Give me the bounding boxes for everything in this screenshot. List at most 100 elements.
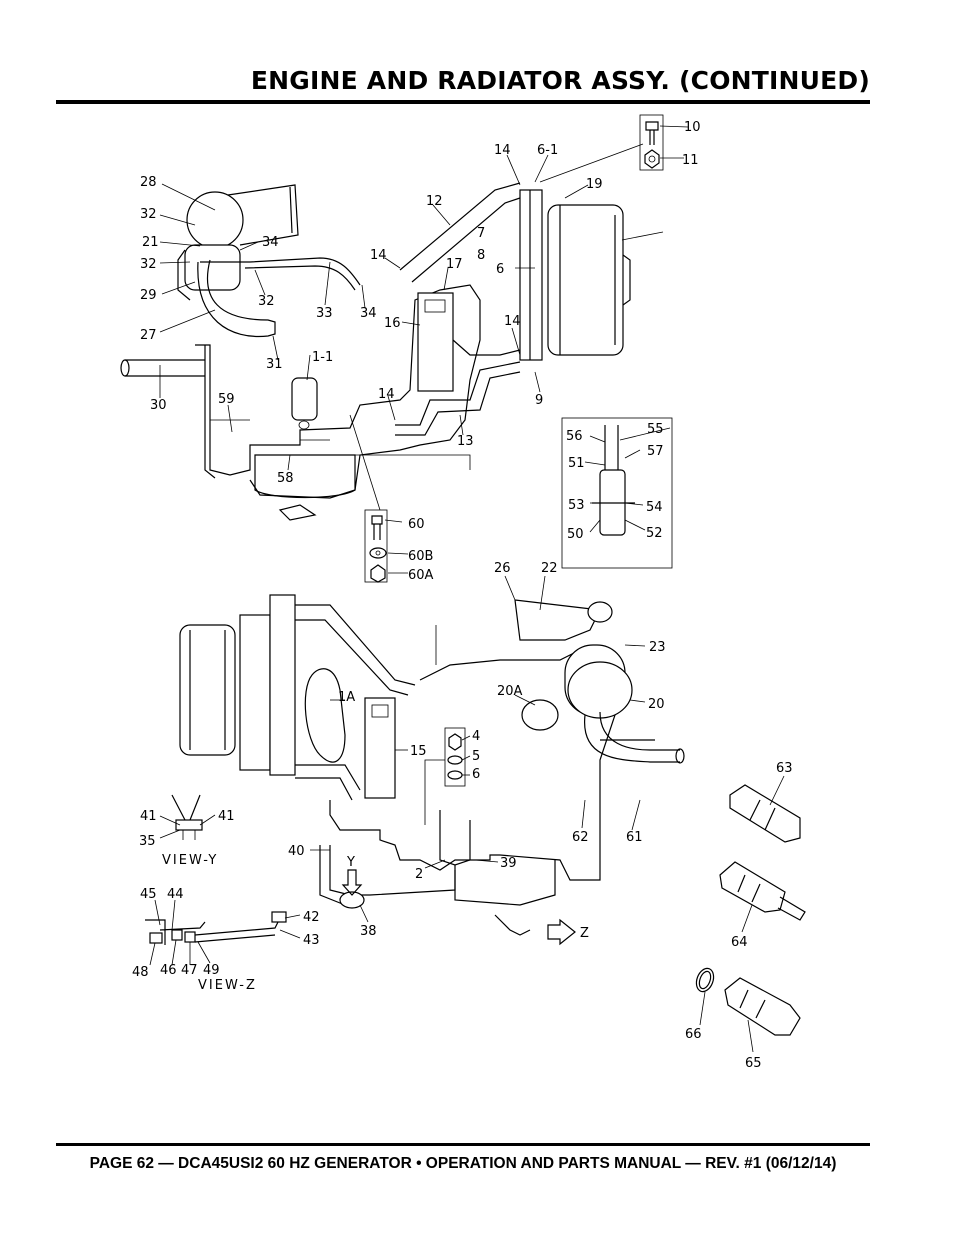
sensor-65 <box>724 977 801 1036</box>
callout-label: 39 <box>500 856 517 871</box>
lower-radiator <box>179 594 416 801</box>
lower-hoses-38-40 <box>319 810 471 909</box>
callout-label: 54 <box>646 500 663 515</box>
oil-pan <box>254 454 356 521</box>
callout-label: 1A <box>338 690 355 705</box>
callout-label: 28 <box>140 175 157 190</box>
callout-label: 17 <box>446 257 463 272</box>
callout-label: 33 <box>316 306 333 321</box>
callout-label: 9 <box>535 393 543 408</box>
view-caption: VIEW-Z <box>198 978 257 993</box>
callout-label: 16 <box>384 316 401 331</box>
callout-label: 27 <box>140 328 157 343</box>
lower-hose <box>395 361 521 436</box>
callout-label: 38 <box>360 924 377 939</box>
sensor-63 <box>729 784 801 843</box>
callout-label: 6-1 <box>537 143 558 158</box>
callout-label: 60 <box>408 517 425 532</box>
callout-label: 1-1 <box>312 350 333 365</box>
filter-1-1 <box>291 377 318 430</box>
pipe-30 <box>120 359 205 377</box>
callout-label: 20A <box>497 684 523 699</box>
callout-label: 35 <box>139 834 156 849</box>
coolant-tank <box>417 292 521 392</box>
view-y <box>171 794 363 896</box>
callout-label: 44 <box>167 887 184 902</box>
callout-label: 19 <box>586 177 603 192</box>
lower-air-cleaner <box>514 599 685 764</box>
callout-label: 14 <box>494 143 511 158</box>
callout-label: 42 <box>303 910 320 925</box>
callout-label: 32 <box>140 257 157 272</box>
callout-label: 14 <box>378 387 395 402</box>
page-title: ENGINE AND RADIATOR ASSY. (CONTINUED) <box>250 66 870 95</box>
o-ring-66 <box>695 967 715 993</box>
callout-label: 50 <box>567 527 584 542</box>
callout-label: 21 <box>142 235 159 250</box>
callout-label: 61 <box>626 830 643 845</box>
callout-label: 45 <box>140 887 157 902</box>
callout-label: 31 <box>266 357 283 372</box>
callout-label: 59 <box>218 392 235 407</box>
callout-label: 34 <box>360 306 377 321</box>
callout-label: 32 <box>140 207 157 222</box>
callout-label: 48 <box>132 965 149 980</box>
callout-label: 43 <box>303 933 320 948</box>
radiator-upper <box>519 189 631 361</box>
callout-label: 55 <box>647 422 664 437</box>
callout-label: 60B <box>408 549 433 564</box>
sensor-64 <box>719 861 806 921</box>
callout-label: 23 <box>649 640 666 655</box>
callout-label: 41 <box>140 809 157 824</box>
callout-label: 34 <box>262 235 279 250</box>
callout-label: 66 <box>685 1027 702 1042</box>
detail-nut-4-5-6 <box>424 727 466 825</box>
callout-label: 14 <box>504 314 521 329</box>
callout-label: 26 <box>494 561 511 576</box>
leader-lines <box>149 125 785 1053</box>
callout-label: 62 <box>572 830 589 845</box>
page-footer: PAGE 62 — DCA45USI2 60 HZ GENERATOR • OP… <box>89 1155 837 1172</box>
callout-label: 52 <box>646 526 663 541</box>
air-cleaner-top <box>177 184 361 338</box>
lower-coolant-tank <box>364 697 396 799</box>
callout-label: 11 <box>682 153 699 168</box>
detail-bolt-10-11 <box>639 114 664 171</box>
callout-label: 10 <box>684 120 701 135</box>
callout-label: 14 <box>370 248 387 263</box>
view-caption: VIEW-Y <box>162 853 218 868</box>
callout-label: 49 <box>203 963 220 978</box>
callout-label: 2 <box>415 867 423 882</box>
callout-label: 4 <box>472 729 480 744</box>
callout-label: 60A <box>408 568 434 583</box>
callout-label: 20 <box>648 697 665 712</box>
arrow-label: Z <box>580 926 589 941</box>
callout-label: 8 <box>477 248 485 263</box>
footer-rule <box>56 1143 870 1146</box>
callout-label: 15 <box>410 744 427 759</box>
callout-label: 41 <box>218 809 235 824</box>
arrow-label: Y <box>346 855 355 870</box>
callout-label: 63 <box>776 761 793 776</box>
callout-label: 6 <box>496 262 504 277</box>
callout-labels: 10 11 14 6-1 19 28 12 32 21 34 7 8 6 14 … <box>132 120 793 1071</box>
callout-label: 65 <box>745 1056 762 1071</box>
callout-label: 51 <box>568 456 585 471</box>
callout-label: 30 <box>150 398 167 413</box>
header-rule <box>56 100 870 104</box>
callout-label: 47 <box>181 963 198 978</box>
callout-label: 7 <box>477 226 485 241</box>
callout-label: 29 <box>140 288 157 303</box>
callout-label: 5 <box>472 749 480 764</box>
callout-label: 58 <box>277 471 294 486</box>
upper-hose <box>399 182 521 283</box>
detail-bolt-60 <box>349 143 644 583</box>
callout-label: 12 <box>426 194 443 209</box>
callout-label: 56 <box>566 429 583 444</box>
callout-label: 53 <box>568 498 585 513</box>
callout-label: 6 <box>472 767 480 782</box>
view-z <box>145 911 576 946</box>
callout-label: 13 <box>457 434 474 449</box>
callout-label: 32 <box>258 294 275 309</box>
